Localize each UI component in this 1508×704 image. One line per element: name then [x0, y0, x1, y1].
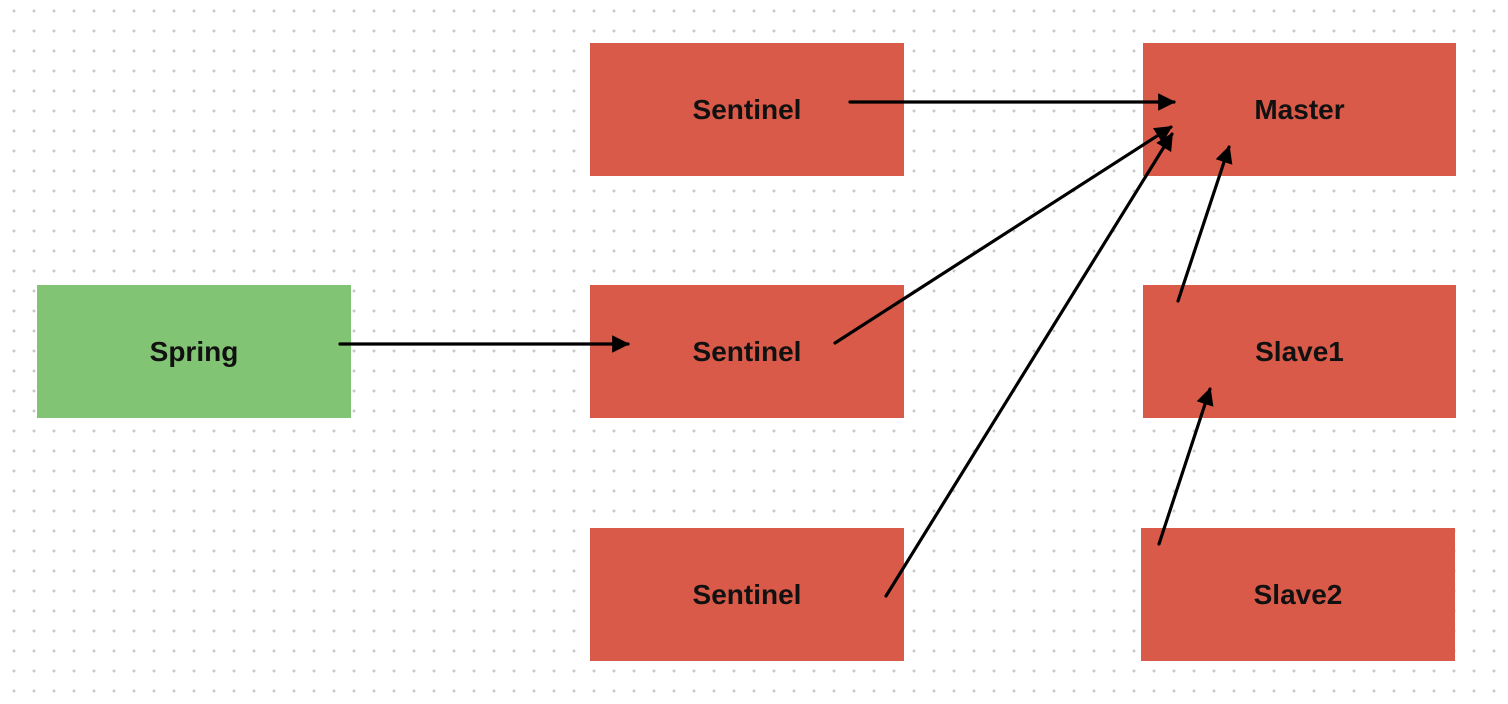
spring-node-label: Spring: [149, 335, 239, 367]
sentinel-node-top[interactable]: Sentinel: [590, 43, 904, 176]
slave2-node[interactable]: Slave2: [1141, 528, 1455, 661]
master-node[interactable]: Master: [1143, 43, 1456, 176]
slave1-node-label: Slave1: [1255, 335, 1344, 367]
slave2-node-label: Slave2: [1253, 578, 1343, 610]
spring-node[interactable]: Spring: [37, 285, 351, 418]
arrow-sentinel-bottom-to-master: [884, 132, 1174, 598]
sentinel-node-middle[interactable]: Sentinel: [590, 285, 904, 418]
sentinel-node-bottom[interactable]: Sentinel: [590, 528, 904, 661]
sentinel-node-bottom-label: Sentinel: [692, 578, 802, 610]
sentinel-node-middle-label: Sentinel: [692, 335, 802, 367]
master-node-label: Master: [1254, 93, 1345, 125]
sentinel-node-top-label: Sentinel: [692, 93, 802, 125]
slave1-node[interactable]: Slave1: [1143, 285, 1456, 418]
